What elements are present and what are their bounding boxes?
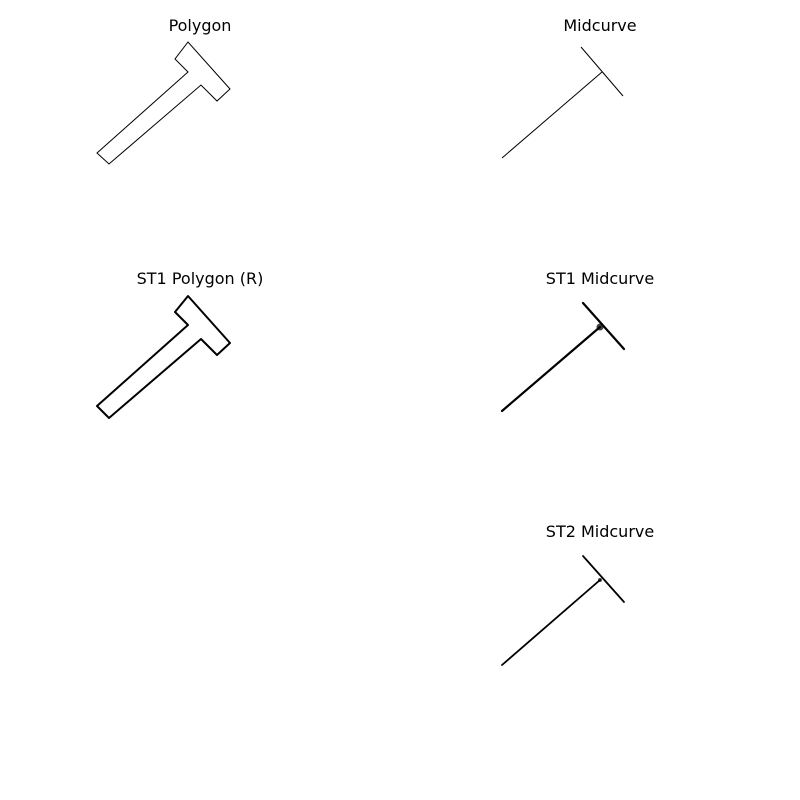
midcurve-shape: [501, 46, 624, 159]
st2-midcurve-shape: [501, 555, 625, 666]
st1-polygon-panel: ST1 Polygon (R): [40, 269, 360, 489]
polygon-shape: [96, 41, 231, 165]
st1-midcurve-title: ST1 Midcurve: [545, 269, 655, 288]
st2-midcurve-title: ST2 Midcurve: [545, 522, 655, 541]
midcurve-title: Midcurve: [563, 16, 637, 35]
midcurve-bar: [580, 46, 624, 97]
st1-midcurve-shape: [500, 301, 626, 413]
st1-t-shape-polygon: [96, 295, 231, 419]
st1-midcurve-junction: [596, 323, 604, 331]
st1-polygon-title: ST1 Polygon (R): [136, 269, 264, 288]
st2-midcurve-junction: [598, 578, 602, 582]
midcurve-stem: [501, 71, 603, 159]
polygon-panel: Polygon: [40, 16, 360, 236]
st1-midcurve-panel: ST1 Midcurve: [440, 269, 760, 489]
st1-midcurve-stem: [500, 325, 602, 413]
st2-midcurve-stem: [501, 579, 601, 666]
t-shape-polygon: [96, 41, 231, 165]
st1-polygon-shape: [96, 295, 231, 419]
st2-midcurve-bar: [582, 555, 625, 603]
polygon-title: Polygon: [168, 16, 232, 35]
midcurve-panel: Midcurve: [440, 16, 760, 236]
st2-midcurve-panel: ST2 Midcurve: [440, 522, 760, 742]
st1-midcurve-bar: [581, 301, 626, 351]
